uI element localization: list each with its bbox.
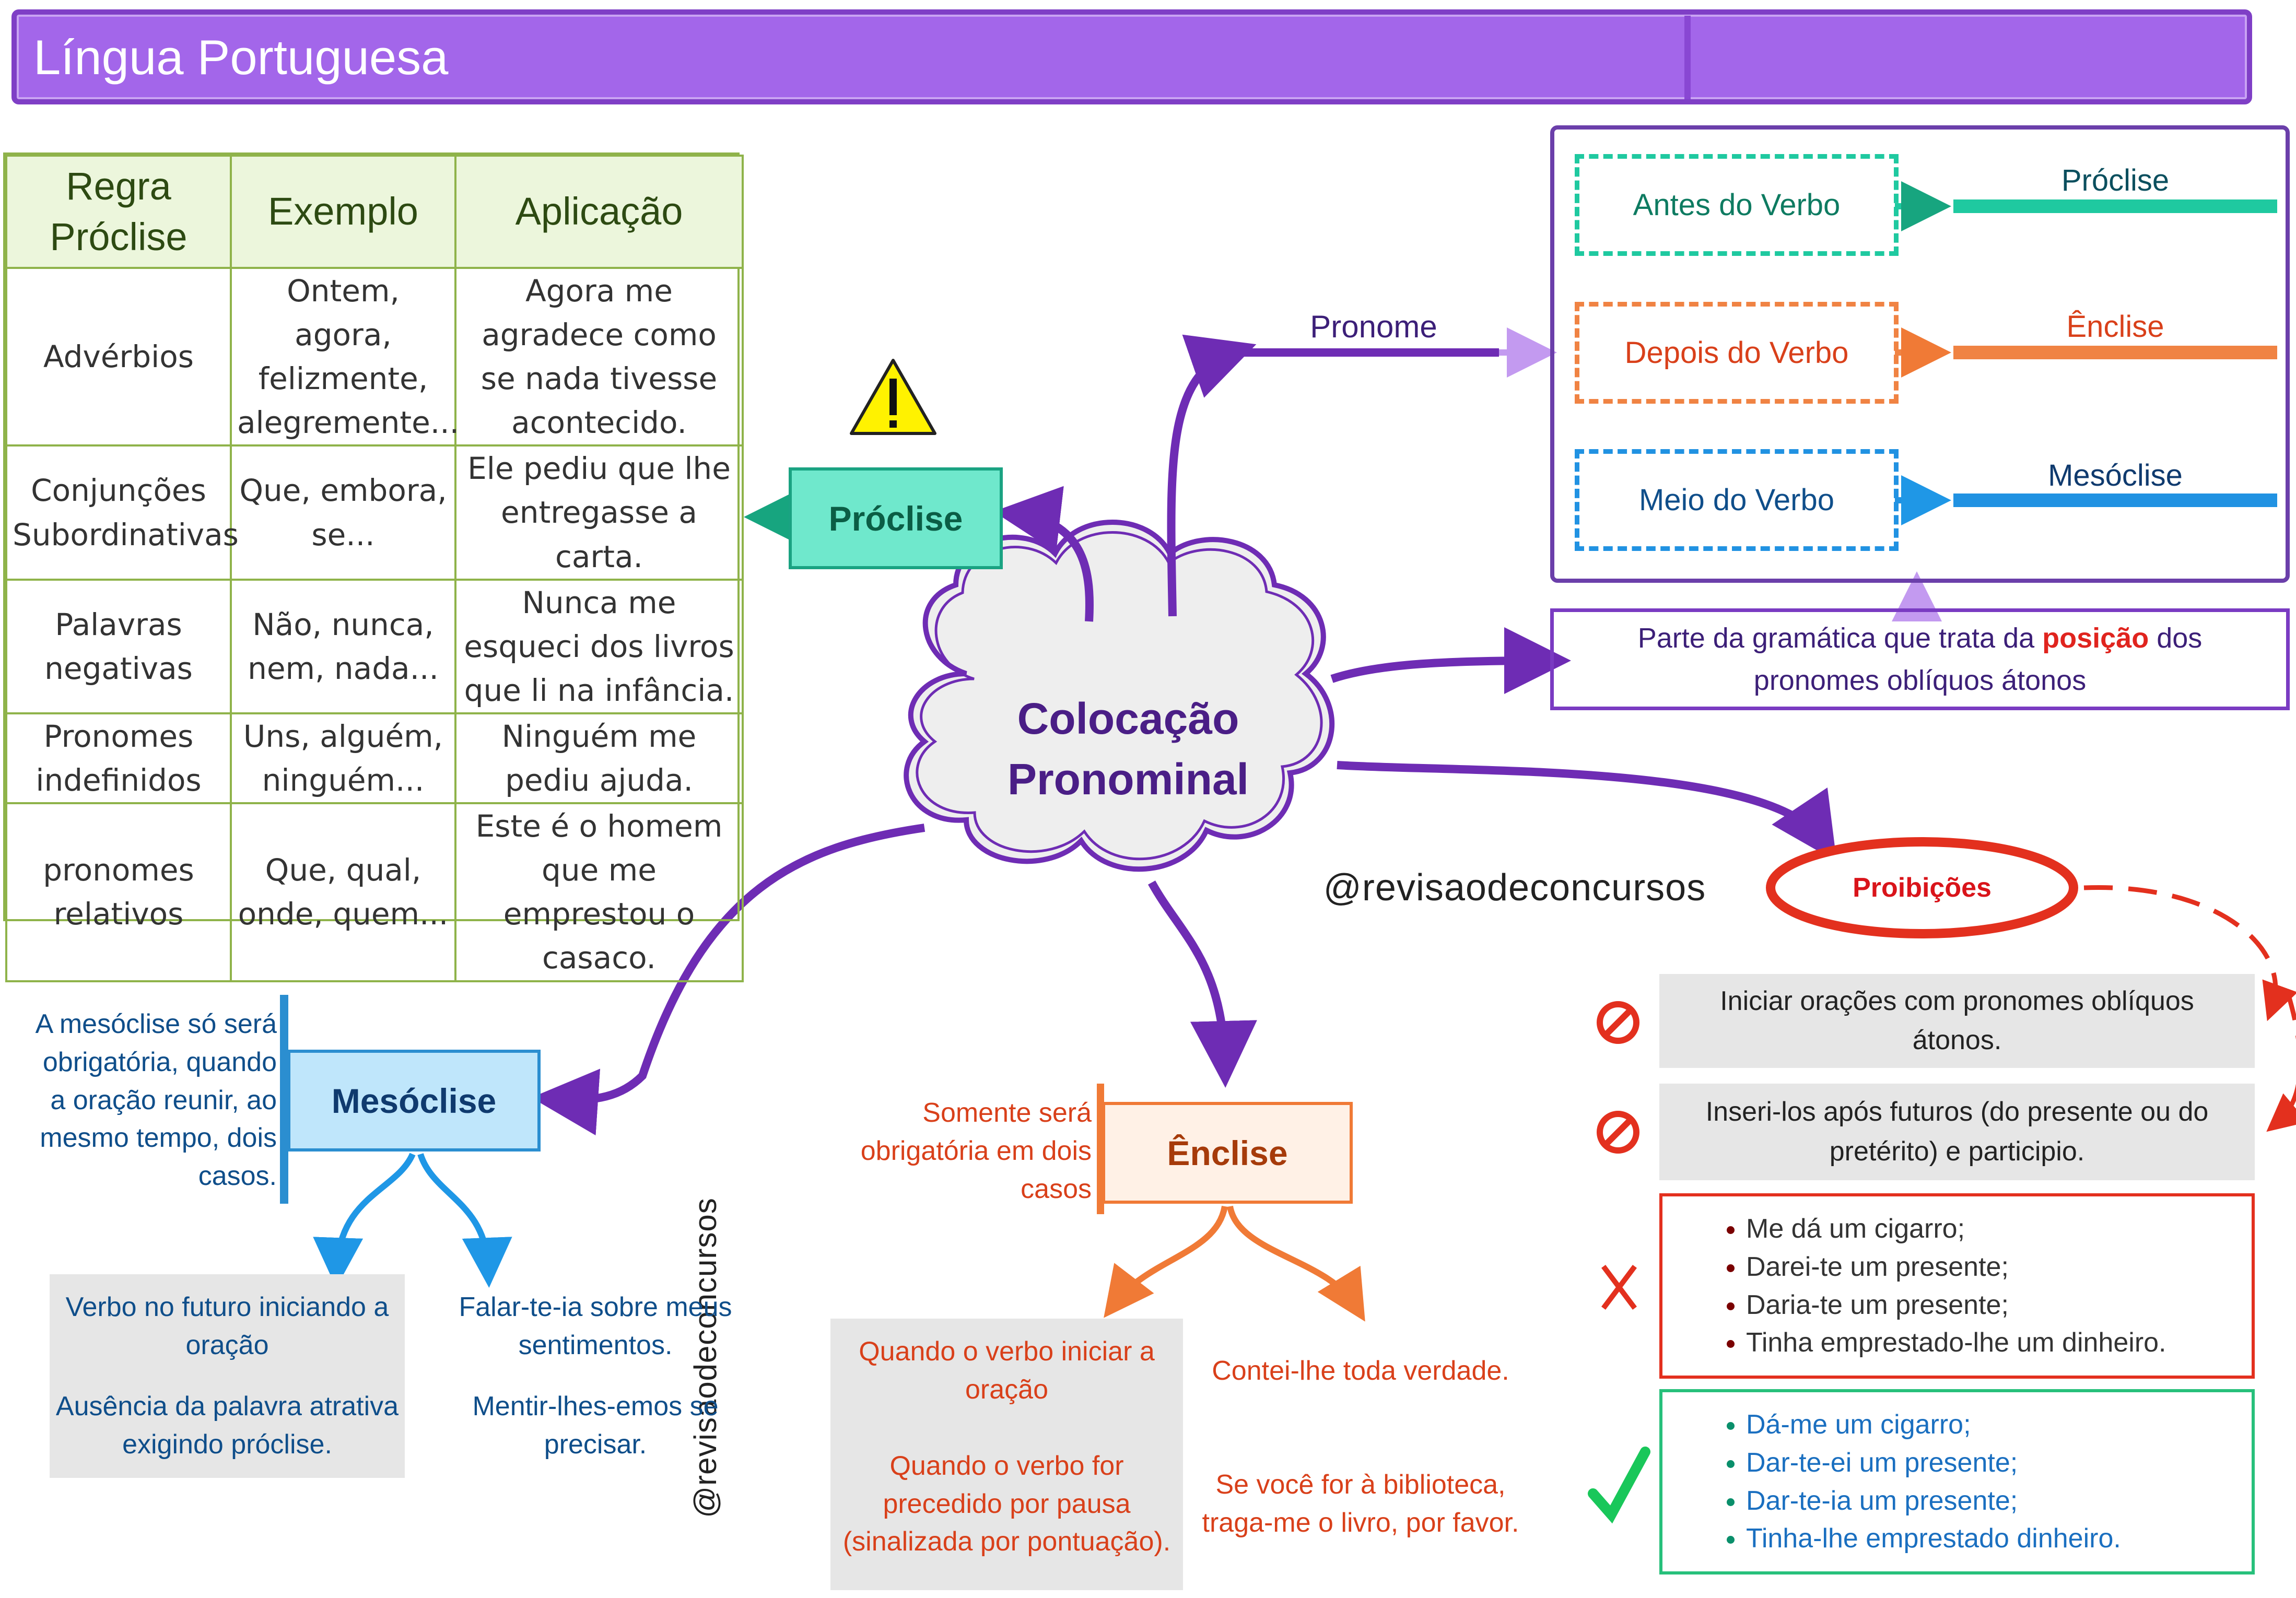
position-label-mesoclise: Mesóclise xyxy=(2048,458,2183,492)
position-after-verb[interactable]: Depois do Verbo xyxy=(1575,302,1899,404)
check-icon xyxy=(1588,1447,1650,1524)
position-label-proclise: Próclise xyxy=(2061,163,2170,197)
table-row: pronomes relativos Que, qual, onde, quem… xyxy=(5,802,744,982)
table-row: Palavras negativas Não, nunca, nem, nada… xyxy=(5,578,744,714)
enclise-example-1: Contei-lhe toda verdade. xyxy=(1212,1355,1509,1386)
list-item: Tinha-lhe emprestado dinheiro. xyxy=(1746,1520,2236,1558)
enclise-note: Somente será obrigatória em dois casos xyxy=(860,1098,1092,1204)
table-row: Advérbios Ontem, agora, felizmente, aleg… xyxy=(5,266,744,447)
definition-highlight: posição xyxy=(2042,622,2149,654)
enclise-node[interactable]: Ênclise xyxy=(1102,1102,1353,1204)
prohibition-item-2: Inseri-los após futuros (do presente ou … xyxy=(1659,1084,2255,1180)
pronome-label: Pronome xyxy=(1310,309,1437,344)
center-topic[interactable]: Colocação Pronominal xyxy=(930,663,1327,836)
positions-box xyxy=(1550,125,2290,583)
center-topic-line1: Colocação xyxy=(1017,694,1239,744)
enclise-case-1: Quando o verbo iniciar a oração xyxy=(859,1336,1155,1405)
table-header-example: Exemplo xyxy=(230,155,456,269)
right-examples-box: Dá-me um cigarro; Dar-te-ei um presente;… xyxy=(1659,1389,2255,1574)
mesoclise-cases-bg xyxy=(50,1274,405,1478)
list-item: Dar-te-ia um presente; xyxy=(1746,1482,2236,1520)
prohibited-icon-1 xyxy=(1597,1001,1639,1044)
wrong-examples-box: Me dá um cigarro; Darei-te um presente; … xyxy=(1659,1193,2255,1379)
proclise-rules-table: Regra Próclise Exemplo Aplicação Advérbi… xyxy=(3,152,744,982)
cross-icon xyxy=(1601,1265,1637,1310)
page-title: Língua Portuguesa xyxy=(33,30,449,85)
list-item: Tinha emprestado-lhe um dinheiro. xyxy=(1746,1324,2236,1362)
mesoclise-note: A mesóclise só será obrigatória, quando … xyxy=(35,1009,277,1192)
table-row: Pronomes indefinidos Uns, alguém, ningué… xyxy=(5,712,744,805)
list-item: Me dá um cigarro; xyxy=(1746,1210,2236,1248)
definition-box: Parte da gramática que trata da posição … xyxy=(1550,608,2290,710)
center-topic-line2: Pronominal xyxy=(1007,755,1249,804)
position-label-enclise: Ênclise xyxy=(2066,309,2164,344)
list-item: Darei-te um presente; xyxy=(1746,1248,2236,1286)
mesoclise-node[interactable]: Mesóclise xyxy=(287,1050,541,1152)
author-handle: @revisaodeconcursos xyxy=(1323,867,1706,909)
mesoclise-case-2: Ausência da palavra atrativa exigindo pr… xyxy=(55,1391,399,1460)
enclise-example-2: Se você for à biblioteca, traga-me o liv… xyxy=(1202,1470,1519,1538)
warning-triangle xyxy=(850,359,936,435)
enclise-cases-bg xyxy=(830,1319,1183,1590)
table-header-rule: Regra Próclise xyxy=(5,155,232,269)
table-header-application: Aplicação xyxy=(454,155,744,269)
header-divider xyxy=(1684,16,1691,99)
list-item: Daria-te um presente; xyxy=(1746,1286,2236,1324)
mesoclise-example-2: Mentir-lhes-emos se precisar. xyxy=(472,1391,719,1460)
header-banner xyxy=(11,9,2252,104)
list-item: Dar-te-ei um presente; xyxy=(1746,1444,2236,1482)
position-middle-verb[interactable]: Meio do Verbo xyxy=(1575,449,1899,551)
enclise-case-2: Quando o verbo for precedido por pausa (… xyxy=(842,1450,1171,1557)
proibicoes-node[interactable]: Proibições xyxy=(1853,873,1992,903)
table-row: Conjunções Subordinativas Que, embora, s… xyxy=(5,444,744,581)
mesoclise-example-1: Falar-te-ia sobre meus sentimentos. xyxy=(459,1292,732,1360)
mesoclise-bar xyxy=(280,995,288,1204)
position-before-verb[interactable]: Antes do Verbo xyxy=(1575,154,1899,256)
definition-text: Parte da gramática que trata da posição … xyxy=(1637,622,2203,696)
prohibited-icon-2 xyxy=(1597,1111,1639,1154)
proclise-node[interactable]: Próclise xyxy=(789,467,1003,569)
list-item: Dá-me um cigarro; xyxy=(1746,1406,2236,1444)
mesoclise-case-1: Verbo no futuro iniciando a oração xyxy=(65,1292,389,1360)
prohibition-item-1: Iniciar orações com pronomes oblíquos át… xyxy=(1659,974,2255,1068)
